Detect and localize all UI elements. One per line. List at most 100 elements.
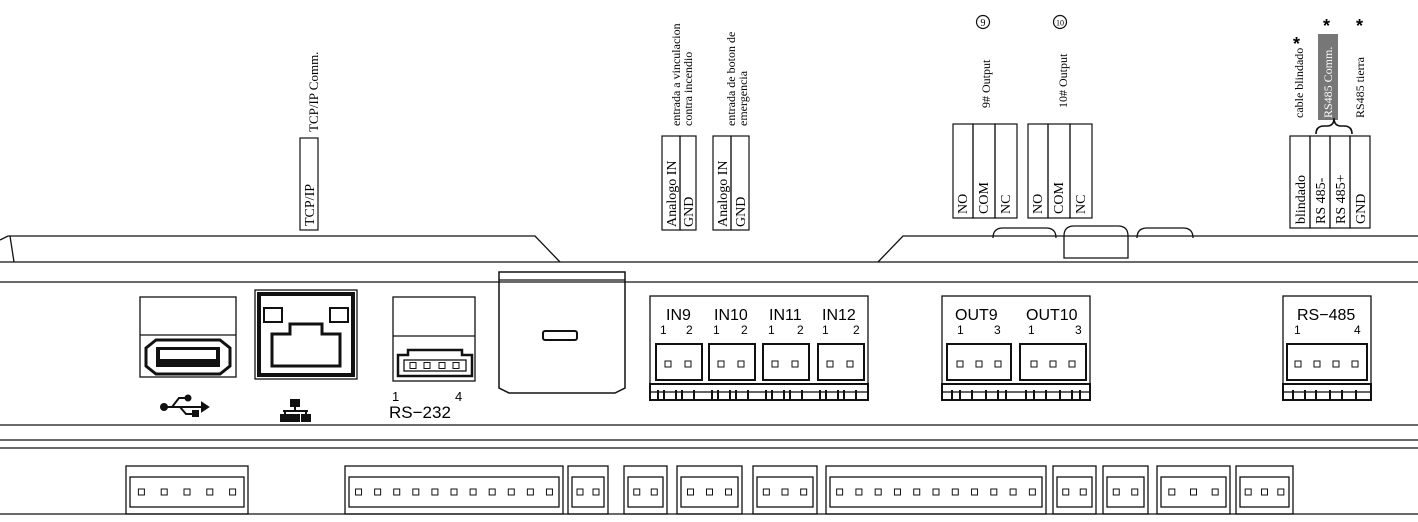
network-icon: [280, 399, 311, 422]
bottom-connector-strip: [125, 465, 1294, 515]
input-terminal-in12[interactable]: IN12 1 2: [817, 307, 865, 381]
bottom-connector-pin: [576, 488, 584, 496]
bottom-connector-pin: [526, 488, 534, 496]
in11-label: IN11: [769, 307, 802, 324]
bottom-connector[interactable]: [344, 465, 564, 515]
in9-label: IN9: [666, 307, 691, 324]
rs485-wiring-labels: cable blindado * RS485 Comm. * RS485 tie…: [1289, 16, 1371, 229]
bottom-connector-housing: [1056, 476, 1093, 508]
bottom-connector[interactable]: [752, 465, 818, 515]
input-block-base: [649, 383, 869, 401]
bottom-connector-housing: [829, 476, 1043, 508]
shield-asterisk: *: [1293, 34, 1300, 54]
bottom-connector-housing: [571, 476, 605, 508]
bottom-connector-pin: [1277, 488, 1285, 496]
bottom-connector[interactable]: [567, 465, 609, 515]
bottom-connector[interactable]: [676, 465, 743, 515]
out10-output-label: 10# Output: [1056, 53, 1070, 108]
bottom-connector-housing: [348, 476, 560, 508]
in10-pin-b: 2: [741, 323, 748, 337]
bottom-connector[interactable]: [1052, 465, 1097, 515]
bottom-connector-pin: [431, 488, 439, 496]
bottom-connector-pin: [355, 488, 363, 496]
in10-label: IN10: [714, 307, 748, 324]
out9-com-label: COM: [977, 182, 992, 214]
cover-block: [498, 271, 626, 394]
bottom-connector-pin: [932, 488, 940, 496]
usb-port[interactable]: [139, 296, 237, 378]
bottom-connector-pin: [781, 488, 789, 496]
bottom-connector-pin: [1244, 488, 1252, 496]
input-terminal-in10[interactable]: IN10 1 2: [708, 307, 756, 381]
output-terminal-out10[interactable]: OUT10 1 3: [1019, 307, 1087, 381]
rs485-label: RS−485: [1297, 307, 1355, 324]
out10-label: OUT10: [1026, 307, 1078, 324]
out9-output-label: 9# Output: [979, 59, 993, 108]
rs485-comm-label: RS485 Comm.: [1321, 47, 1335, 118]
bottom-connector-housing: [129, 476, 245, 508]
bottom-connector-pin: [450, 488, 458, 496]
out9-nc-label: NC: [999, 195, 1014, 214]
bottom-connector[interactable]: [1235, 465, 1294, 515]
out10-nc-label: NC: [1074, 195, 1089, 214]
rs485-plus-pin-label: RS 485+: [1334, 174, 1349, 224]
rs485-port[interactable]: RS−485 1 4: [1282, 295, 1372, 393]
bottom-connector-housing: [1239, 476, 1290, 508]
bottom-connector-housing: [627, 476, 664, 508]
in12-pin-a: 1: [822, 323, 829, 337]
emergency-line2: emergencia: [736, 70, 750, 126]
output-block: [941, 295, 1091, 393]
bottom-connector[interactable]: [125, 465, 249, 515]
analog-in-a-label: Analogo IN: [665, 161, 680, 228]
rs232-port[interactable]: [392, 296, 476, 382]
rs232-label: RS−232: [389, 403, 451, 422]
bottom-connector[interactable]: [1102, 465, 1149, 515]
bottom-connector[interactable]: [623, 465, 668, 515]
bottom-connector-housing: [1106, 476, 1145, 508]
bottom-connector-pin: [706, 488, 713, 496]
bottom-connector-pin: [650, 488, 658, 496]
fire-link-line1: entrada a vinculacion: [669, 23, 683, 126]
bottom-connector-pin: [507, 488, 515, 496]
emergency-line1: entrada de boton de: [724, 32, 738, 126]
bottom-connector-housing: [756, 476, 814, 508]
out10-pin-b: 3: [1075, 323, 1082, 337]
bottom-connector-pin: [412, 488, 420, 496]
output-block-base: [941, 383, 1091, 401]
bottom-connector-pin: [951, 488, 959, 496]
output-terminal-out9[interactable]: OUT9 1 3: [946, 307, 1012, 381]
bottom-connector-pin: [1168, 488, 1176, 496]
in12-pin-b: 2: [853, 323, 860, 337]
out9-circle-number: 9: [981, 18, 986, 29]
bottom-connector-pin: [229, 488, 237, 496]
ground-asterisk: *: [1356, 16, 1363, 36]
bottom-connector-pin: [836, 488, 844, 496]
input-terminal-in9[interactable]: IN9 1 2: [655, 307, 703, 381]
gnd-a-label: GND: [682, 197, 697, 227]
bottom-connector-housing: [1160, 476, 1227, 508]
bottom-connector-pin: [393, 488, 401, 496]
ethernet-port[interactable]: [254, 289, 358, 380]
input-terminal-in11[interactable]: IN11 1 2: [762, 307, 810, 381]
fire-link-line2: contra incendio: [681, 52, 695, 126]
analog-input-labels: entrada a vinculacion contra incendio en…: [661, 23, 750, 231]
bottom-connector[interactable]: [825, 465, 1047, 515]
analog-in-b-label: Analogo IN: [716, 161, 731, 228]
bottom-connector-pin: [855, 488, 863, 496]
bottom-connector-pin: [1131, 488, 1139, 496]
bottom-connector-pin: [1028, 488, 1036, 496]
tcpip-comm-label: TCP/IP Comm.: [306, 52, 321, 132]
top-bumps: [992, 225, 1194, 259]
bottom-connector-pin: [488, 488, 496, 496]
bottom-connector-pin: [913, 488, 921, 496]
rs485-ground-label: RS485 tierra: [1353, 56, 1367, 118]
rs232-pin-start: 1: [392, 389, 399, 404]
relay-output-labels: 9 10 9# Output 10# Output NO COM NC NO C…: [952, 14, 1093, 219]
bottom-connector[interactable]: [1156, 465, 1231, 515]
bottom-connector-pin: [874, 488, 882, 496]
bottom-connector-pin: [592, 488, 600, 496]
bottom-connector-pin: [893, 488, 901, 496]
in11-pin-b: 2: [797, 323, 804, 337]
bottom-connector-pin: [160, 488, 168, 496]
